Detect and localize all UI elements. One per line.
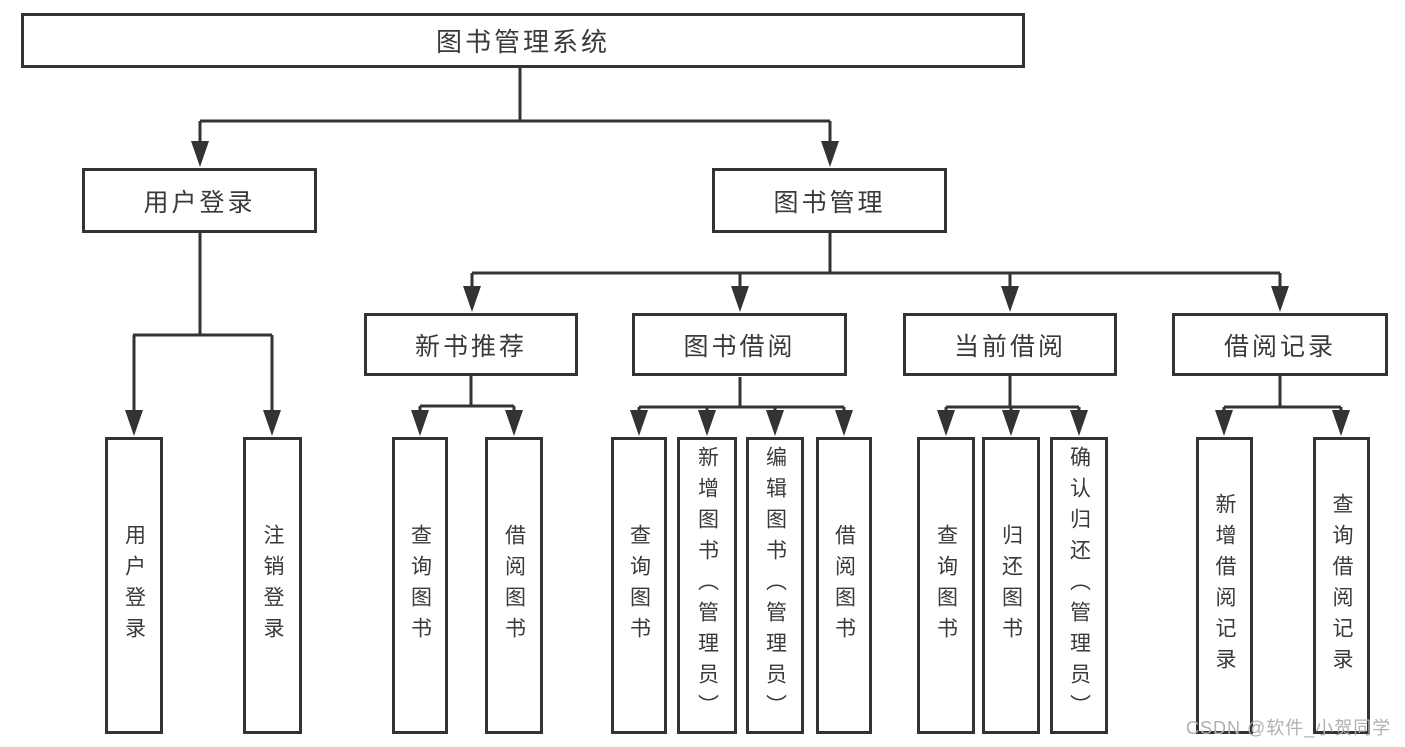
leaf-borrow-borrow-book-label: 借阅图书 xyxy=(832,523,856,648)
node-user-login-label: 用户登录 xyxy=(143,188,256,217)
node-root-label: 图书管理系统 xyxy=(435,27,610,57)
node-book-borrow: 图书借阅 xyxy=(632,313,847,376)
leaf-borrow-edit-book-label: 编辑图书（管理员） xyxy=(763,446,787,725)
node-book-management-label: 图书管理 xyxy=(773,188,886,217)
leaf-borrow-query-book: 查询图书 xyxy=(611,437,667,734)
leaf-current-query-book: 查询图书 xyxy=(917,437,975,734)
leaf-logout-label: 注销登录 xyxy=(261,523,284,648)
leaf-record-add-record: 新增借阅记录 xyxy=(1196,437,1253,734)
leaf-borrow-edit-book: 编辑图书（管理员） xyxy=(746,437,804,734)
node-root: 图书管理系统 xyxy=(21,13,1025,68)
node-book-management: 图书管理 xyxy=(712,168,947,233)
leaf-record-query-record: 查询借阅记录 xyxy=(1313,437,1370,734)
leaf-current-return-book: 归还图书 xyxy=(982,437,1040,734)
node-borrow-record: 借阅记录 xyxy=(1172,313,1388,376)
leaf-borrow-query-book-label: 查询图书 xyxy=(627,523,651,648)
leaf-current-confirm-return: 确认归还（管理员） xyxy=(1050,437,1108,734)
leaf-recommend-borrow-book: 借阅图书 xyxy=(485,437,543,734)
node-borrow-record-label: 借阅记录 xyxy=(1223,332,1336,361)
csdn-watermark: CSDN @软件_小贺同学 xyxy=(1186,718,1392,738)
leaf-record-query-record-label: 查询借阅记录 xyxy=(1330,492,1353,679)
leaf-borrow-borrow-book: 借阅图书 xyxy=(816,437,872,734)
node-book-borrow-label: 图书借阅 xyxy=(683,332,796,361)
leaf-current-confirm-return-label: 确认归还（管理员） xyxy=(1067,446,1091,725)
node-current-borrow: 当前借阅 xyxy=(903,313,1117,376)
leaf-current-return-book-label: 归还图书 xyxy=(999,523,1023,648)
leaf-recommend-query-book-label: 查询图书 xyxy=(408,523,432,648)
node-new-book-recommend: 新书推荐 xyxy=(364,313,578,376)
leaf-record-add-record-label: 新增借阅记录 xyxy=(1213,492,1236,679)
leaf-recommend-query-book: 查询图书 xyxy=(392,437,448,734)
leaf-recommend-borrow-book-label: 借阅图书 xyxy=(502,523,526,648)
node-user-login: 用户登录 xyxy=(82,168,317,233)
leaf-borrow-add-book: 新增图书（管理员） xyxy=(677,437,737,734)
node-new-book-recommend-label: 新书推荐 xyxy=(414,332,527,361)
leaf-user-login-label: 用户登录 xyxy=(122,523,146,648)
leaf-user-login: 用户登录 xyxy=(105,437,163,734)
leaf-logout: 注销登录 xyxy=(243,437,302,734)
node-current-borrow-label: 当前借阅 xyxy=(953,332,1066,361)
leaf-borrow-add-book-label: 新增图书（管理员） xyxy=(695,446,719,725)
leaf-current-query-book-label: 查询图书 xyxy=(934,523,958,648)
